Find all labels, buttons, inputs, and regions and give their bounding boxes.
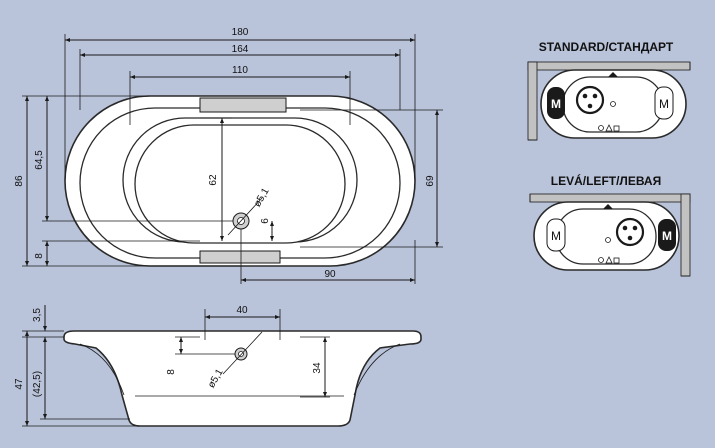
left-control-icon (615, 217, 645, 247)
dim-width-40: 40 (236, 305, 248, 316)
dim-offset-8-side: 8 (166, 369, 177, 375)
dim-rim-3-5: 3,5 (32, 308, 43, 322)
dim-height-86: 86 (14, 175, 25, 187)
tub-side-profile (63, 330, 422, 427)
dim-offset-90: 90 (324, 269, 336, 280)
dim-height-62: 62 (208, 174, 219, 186)
standard-arrow-icon (608, 72, 618, 77)
left-drain-icon (605, 237, 611, 243)
left-arrow-icon (603, 204, 613, 209)
dim-height-69: 69 (425, 175, 436, 187)
standard-symbols-icon (598, 124, 620, 132)
standard-m-light: M (659, 97, 669, 111)
top-view: 180 164 110 86 64,5 62 69 8 6 90 ø5,1 (14, 27, 443, 284)
dim-offset-6: 6 (260, 218, 271, 224)
headrest-bottom (199, 250, 281, 264)
standard-m-dark: M (551, 97, 561, 111)
standard-title: STANDARD/СТАНДАРТ (539, 40, 674, 54)
left-m-dark: M (662, 229, 672, 243)
left-symbols-icon (598, 256, 620, 264)
left-panel-dark: M (658, 219, 676, 251)
left-title: LEVÁ/LEFT/ЛЕВАЯ (551, 173, 661, 188)
standard-variant: STANDARD/СТАНДАРТ M M (527, 40, 691, 141)
dim-height-47: 47 (14, 378, 25, 390)
side-view: 3,5 40 8 ø5,1 34 47 (42,5) (14, 305, 422, 427)
standard-drain-icon (610, 101, 616, 107)
tub-basin-bottom (134, 124, 346, 244)
standard-control-icon (575, 85, 605, 115)
left-m-light: M (551, 229, 561, 243)
dim-width-110: 110 (232, 65, 248, 76)
dim-height-64-5: 64,5 (34, 150, 45, 170)
dim-height-42-5: (42,5) (32, 371, 43, 397)
dim-offset-8: 8 (34, 253, 45, 259)
standard-panel-light: M (654, 86, 674, 120)
headrest-top (199, 97, 287, 113)
left-variant: LEVÁ/LEFT/ЛЕВАЯ M M (529, 173, 691, 277)
dim-depth-34: 34 (312, 362, 323, 374)
standard-panel-dark: M (547, 87, 565, 119)
left-panel-light: M (546, 218, 566, 252)
dim-width-180: 180 (232, 27, 249, 38)
dim-width-164: 164 (232, 44, 249, 55)
